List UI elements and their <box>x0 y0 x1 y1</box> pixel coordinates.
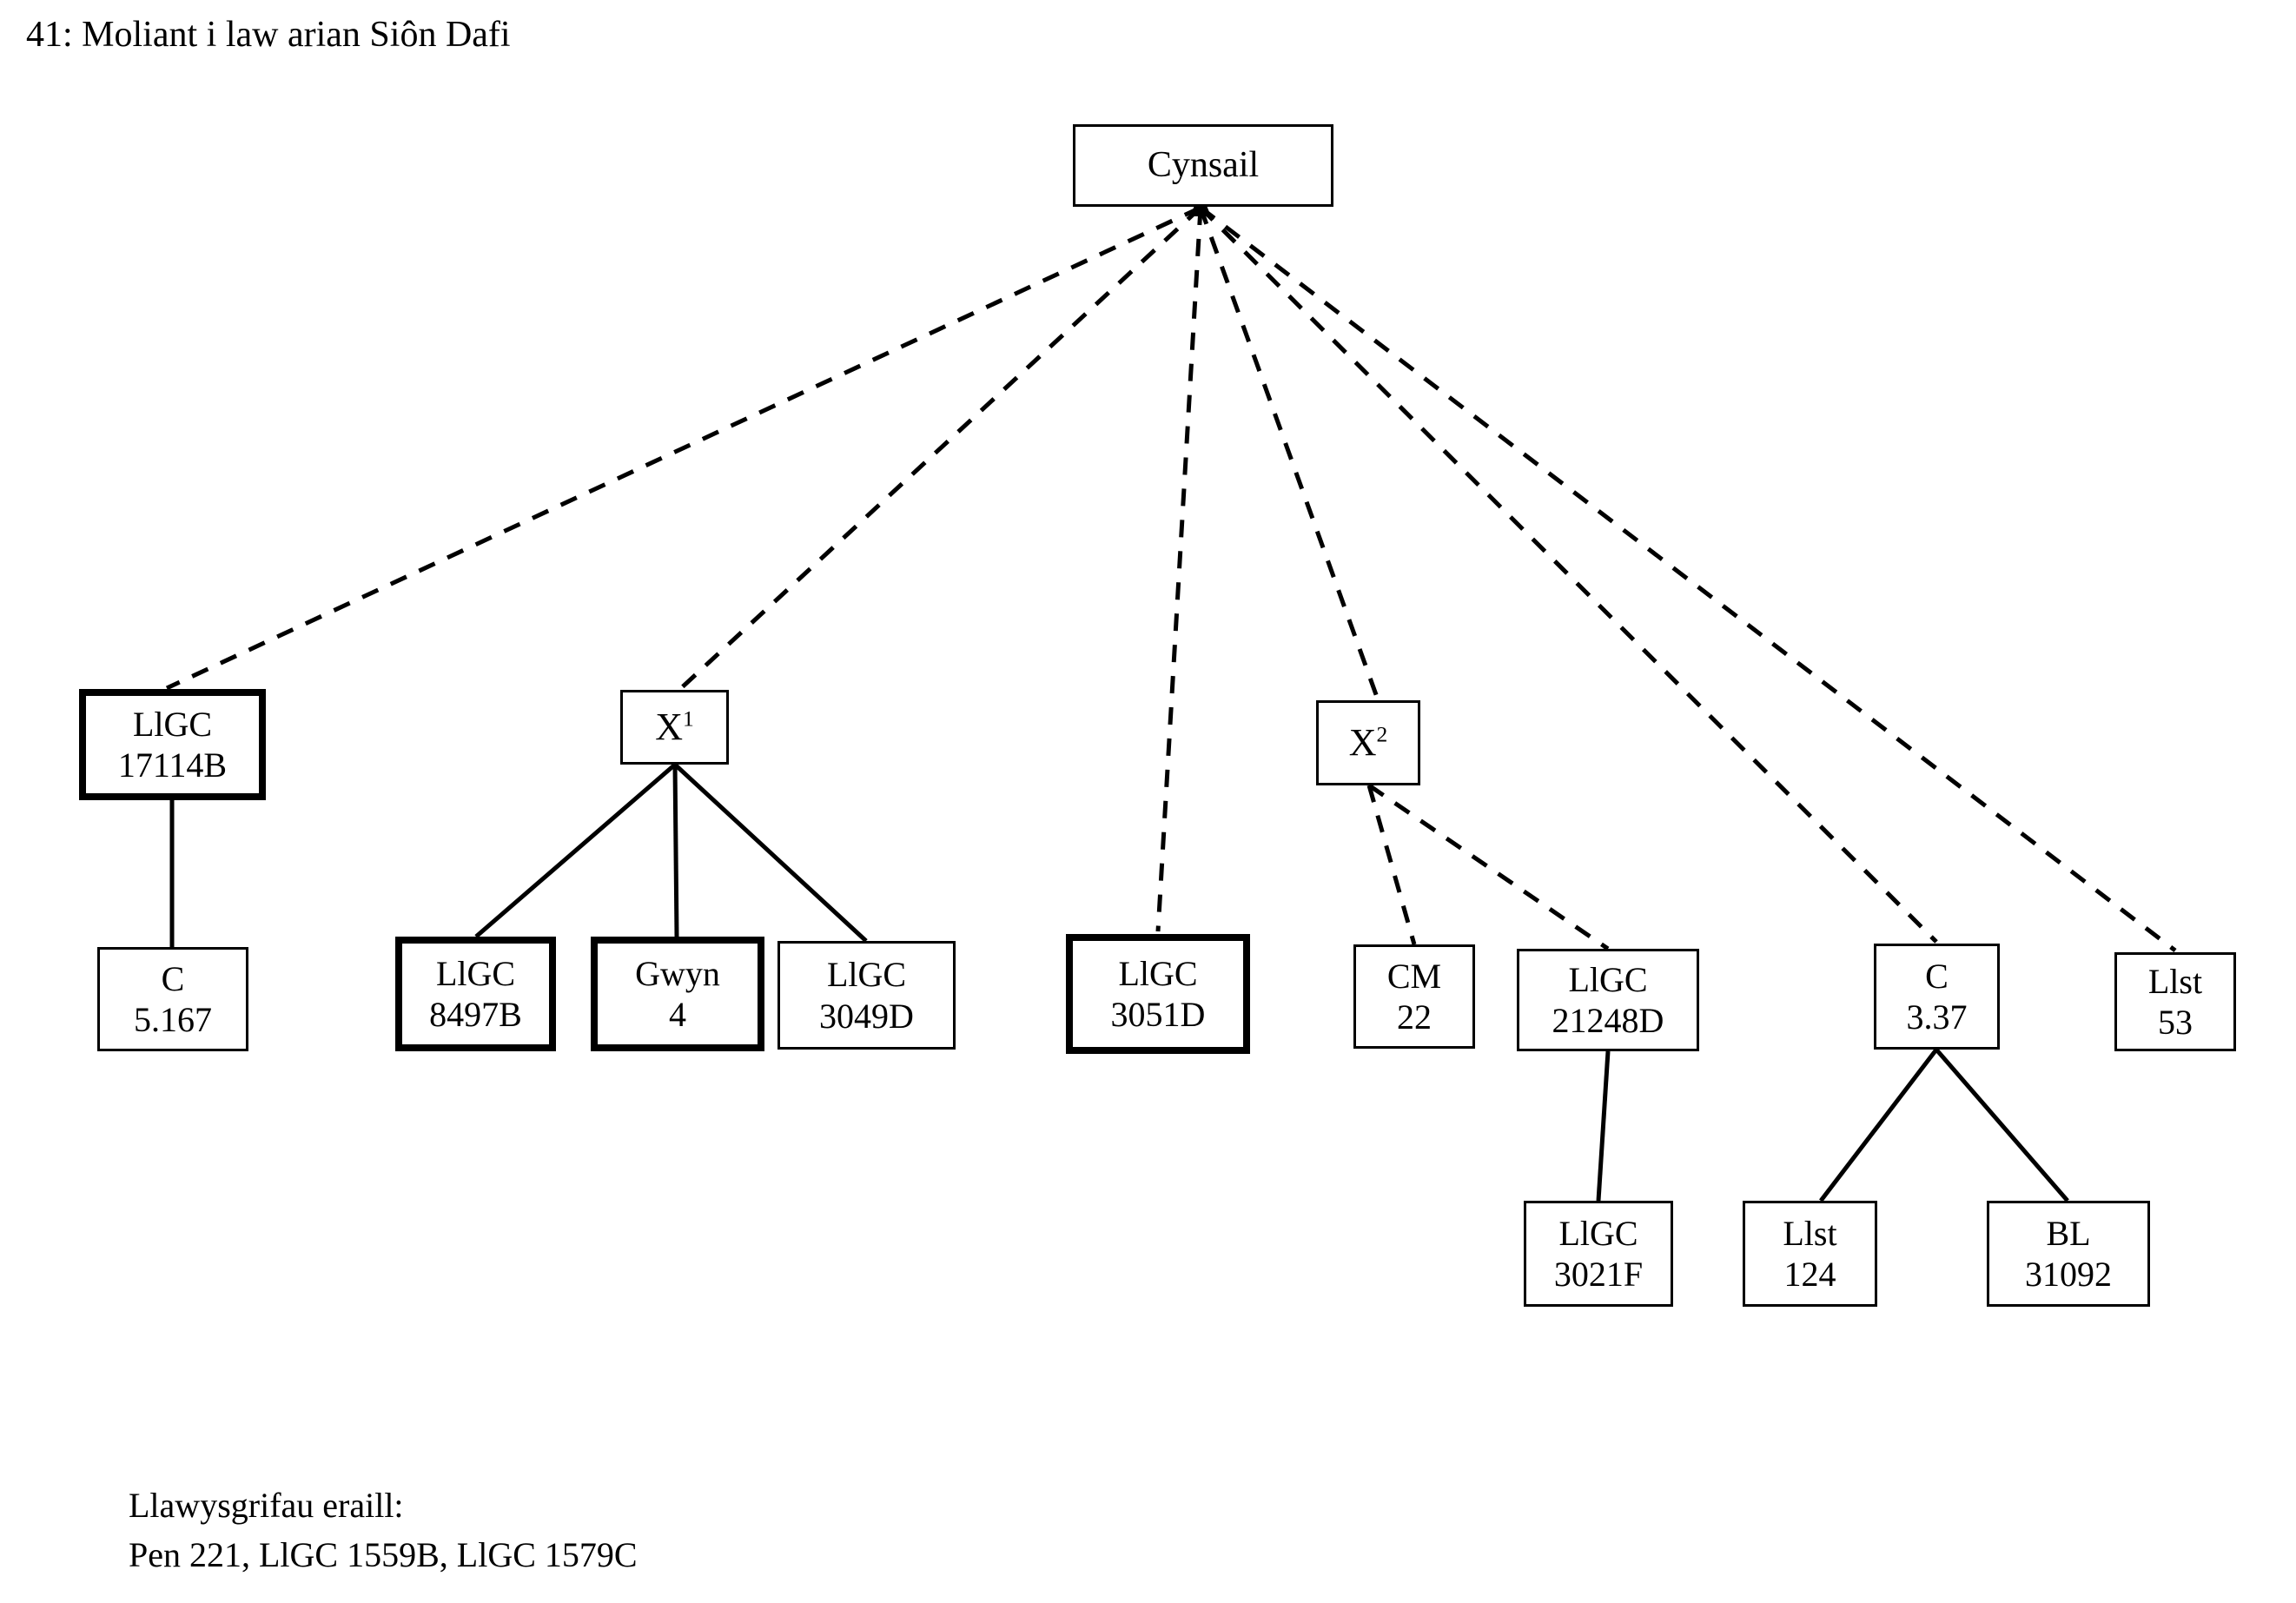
node-label-secondary: 53 <box>2158 1003 2193 1042</box>
edge-cynsail-to-x2 <box>1198 207 1380 700</box>
node-label-primary: LlGC <box>132 704 213 744</box>
edge-cynsail-to-llgc17114b <box>165 205 1202 691</box>
node-label-primary: X1 <box>655 705 694 749</box>
node-label-secondary: 8497B <box>429 995 522 1034</box>
edge-cynsail-to-llst53 <box>1199 206 2177 952</box>
node-label-primary: LlGC <box>1118 953 1198 993</box>
node-cynsail[interactable]: Cynsail <box>1073 124 1333 207</box>
node-label-secondary: 5.167 <box>134 1000 212 1039</box>
node-label-primary: LlGC <box>826 955 907 995</box>
node-label-primary: X2 <box>1348 721 1388 765</box>
edge-c337-to-llst124 <box>1819 1048 1938 1202</box>
node-label-primary: Cynsail <box>1147 144 1260 185</box>
node-label-primary: C <box>161 958 185 998</box>
footnote-block: Llawysgrifau eraill: Pen 221, LlGC 1559B… <box>129 1481 638 1580</box>
node-label-secondary: 3051D <box>1110 995 1206 1034</box>
edge-x2-to-llgc21248d <box>1367 783 1610 951</box>
node-x2[interactable]: X2 <box>1316 700 1420 785</box>
edge-x1-to-llgc3049d <box>673 763 868 943</box>
node-label-secondary: 124 <box>1783 1255 1836 1294</box>
node-label-primary: Llst <box>1783 1213 1837 1253</box>
node-superscript: 2 <box>1376 721 1388 747</box>
node-label-primary: Gwyn <box>635 953 720 993</box>
page-title: 41: Moliant i law arian Siôn Dafi <box>26 15 511 55</box>
node-label-secondary: 3049D <box>819 996 914 1036</box>
node-label-secondary: 4 <box>669 995 686 1034</box>
node-label-secondary: 17114B <box>117 745 228 785</box>
edge-cynsail-to-c337 <box>1199 206 1938 944</box>
node-label-secondary: 31092 <box>2025 1255 2112 1294</box>
edge-c337-to-bl31092 <box>1935 1048 2069 1202</box>
edge-x1-to-llgc8497b <box>474 763 677 938</box>
node-label-primary: CM <box>1386 956 1442 996</box>
node-x1[interactable]: X1 <box>620 690 729 765</box>
edge-cynsail-to-llgc3051d <box>1155 207 1203 932</box>
footnote-heading: Llawysgrifau eraill: <box>129 1486 404 1525</box>
edge-llgc21248d-to-llgc3021f <box>1596 1050 1611 1202</box>
node-label-secondary: 3.37 <box>1906 997 1968 1037</box>
footnote-manuscripts: Pen 221, LlGC 1559B, LlGC 1579C <box>129 1534 638 1574</box>
node-label-primary: LlGC <box>435 953 516 993</box>
node-label-secondary: 21248D <box>1552 1001 1664 1040</box>
node-label-primary: LlGC <box>1558 1213 1638 1253</box>
edge-x1-to-gwyn4 <box>672 764 679 937</box>
edge-cynsail-to-x1 <box>678 206 1202 691</box>
node-label-primary: BL <box>2046 1213 2091 1253</box>
node-superscript: 1 <box>683 705 694 732</box>
edge-x2-to-cm22 <box>1366 785 1417 945</box>
node-label-primary: LlGC <box>1568 959 1648 999</box>
node-label-primary: Llst <box>2147 961 2203 1001</box>
node-label-secondary: 3021F <box>1553 1255 1644 1294</box>
node-label-secondary: 22 <box>1397 997 1432 1037</box>
node-label-primary: C <box>1925 956 1949 996</box>
